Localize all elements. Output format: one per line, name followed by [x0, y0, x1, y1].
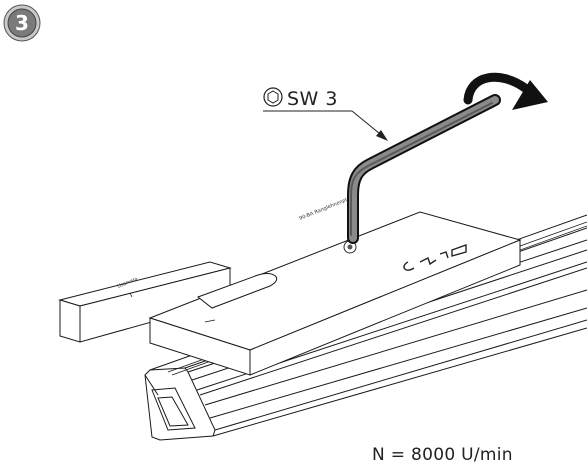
hex-key-icon — [347, 94, 501, 244]
jig-rear-bar — [58, 261, 232, 343]
tool-size-label: SW 3 — [287, 88, 338, 110]
step-badge: 3 — [3, 4, 41, 42]
rotation-arrow-icon — [463, 72, 548, 110]
hex-socket-icon — [263, 87, 283, 107]
ellipse-logo — [403, 244, 467, 271]
step-number: 3 — [15, 11, 29, 35]
callout-leader — [263, 110, 388, 141]
speed-spec-label: N = 8000 U/min — [372, 445, 513, 465]
jig-plate — [148, 211, 522, 376]
